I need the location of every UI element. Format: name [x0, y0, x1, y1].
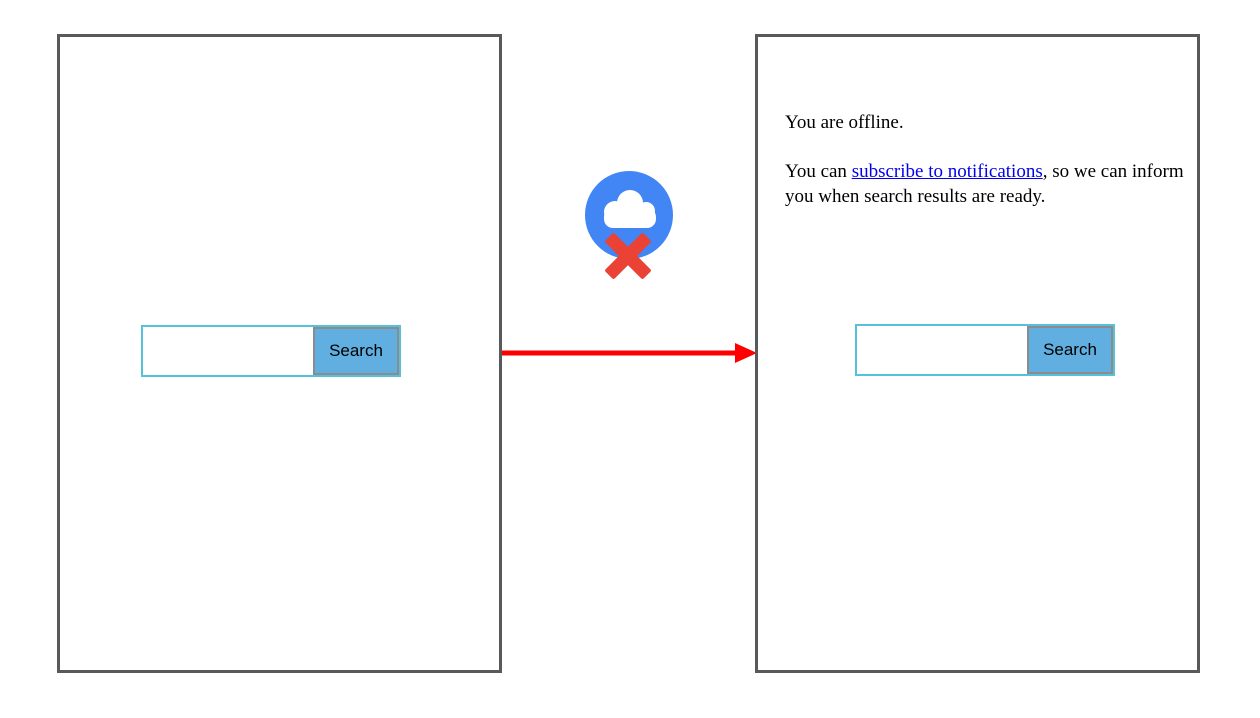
notify-text-after: , so we can inform you when search resul… — [785, 161, 1184, 207]
search-input[interactable] — [143, 327, 315, 375]
subscribe-notifications-link[interactable]: subscribe to notifications — [851, 161, 1043, 182]
offline-status-text: You are offline. — [785, 112, 904, 133]
search-button[interactable]: Search — [313, 327, 399, 375]
error-cross-icon — [605, 233, 651, 279]
search-button[interactable]: Search — [1027, 326, 1113, 374]
flow-arrow-right — [502, 343, 757, 363]
online-page-panel: Search — [57, 34, 502, 673]
cloud-icon — [604, 190, 656, 228]
search-input[interactable] — [857, 326, 1029, 374]
offline-message-block: You are offline. You can subscribe to no… — [785, 110, 1184, 233]
search-widget: Search — [855, 324, 1115, 376]
offline-page-panel: You are offline. You can subscribe to no… — [755, 34, 1200, 673]
offline-cloud-error-icon — [585, 171, 673, 279]
notification-offer-text: You can subscribe to notifications, so w… — [785, 159, 1184, 209]
search-widget: Search — [141, 325, 401, 377]
notify-text-before: You can — [785, 161, 852, 182]
